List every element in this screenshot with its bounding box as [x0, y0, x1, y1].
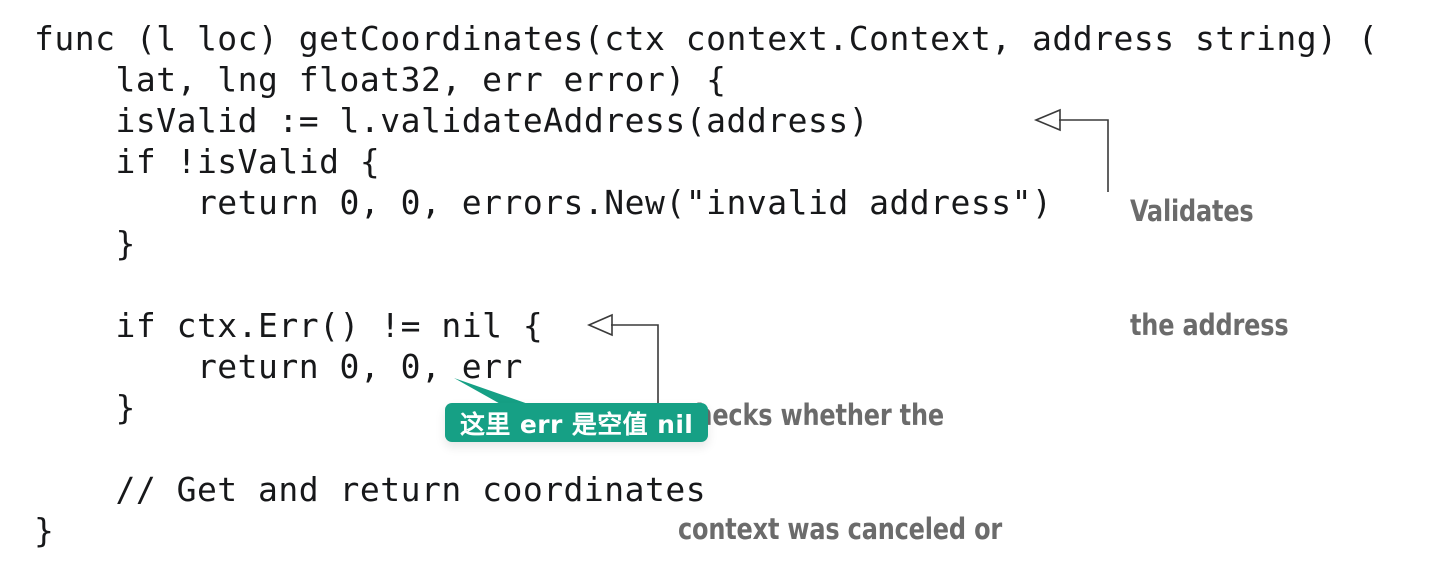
code-line: if !isValid {	[34, 142, 381, 181]
code-line: return 0, 0, errors.New("invalid address…	[34, 183, 1053, 222]
annotation-checks: Checks whether the context was canceled …	[678, 320, 1003, 568]
code-line: }	[34, 224, 136, 263]
arrow-left-open-icon	[586, 313, 659, 408]
code-line: }	[34, 388, 136, 427]
code-block: func (l loc) getCoordinates(ctx context.…	[34, 18, 1378, 551]
callout-tail-icon	[454, 378, 534, 406]
code-line: lat, lng float32, err error) {	[34, 60, 727, 99]
code-line: if ctx.Err() != nil {	[34, 306, 544, 345]
code-line: }	[34, 511, 55, 550]
arrow-left-open-icon	[1033, 108, 1109, 192]
code-line: func (l loc) getCoordinates(ctx context.…	[34, 19, 1379, 58]
tooltip-err-is-nil[interactable]: 这里 err 是空值 nil	[445, 403, 709, 442]
annotation-line: context was canceled or	[678, 512, 1003, 546]
annotation-line: the address	[1130, 308, 1289, 342]
annotation-validates: Validates the address	[1130, 116, 1289, 420]
code-line: // Get and return coordinates	[34, 470, 707, 509]
tooltip-label: 这里 err 是空值 nil	[460, 409, 694, 439]
code-line: return 0, 0, err	[34, 347, 523, 386]
annotation-line: Validates	[1130, 194, 1254, 228]
annotation-line: Checks whether the	[678, 398, 944, 432]
code-line: isValid := l.validateAddress(address)	[34, 101, 870, 140]
